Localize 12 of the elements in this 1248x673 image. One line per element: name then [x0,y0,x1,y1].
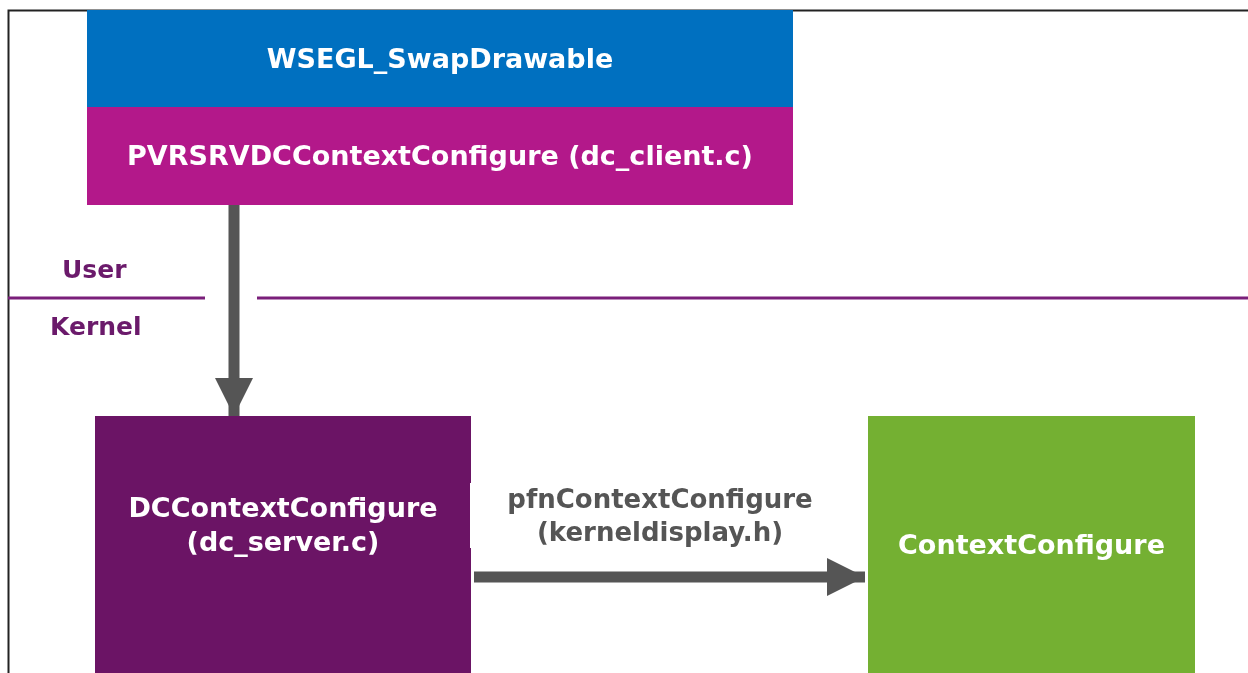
arrow [214,205,254,416]
layer-label: User [62,255,127,284]
function-box [87,107,793,205]
function-box [95,416,471,673]
function-box [868,416,1195,673]
function-name: WSEGL_SwapDrawable [266,41,614,76]
function-name: ContextConfigure [898,527,1165,562]
function-box [87,10,793,107]
layer-label: Kernel [50,312,142,341]
function-name: PVRSRVDCContextConfigure (dc_client.c) [127,139,753,173]
arrow [474,557,865,597]
function-name: DCContextConfigure (dc_server.c) [127,490,439,559]
